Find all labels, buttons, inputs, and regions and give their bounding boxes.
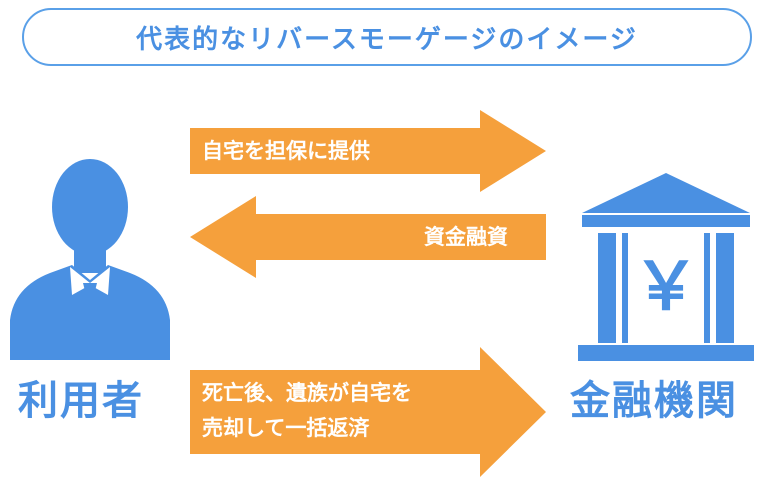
arrow-right-repayment xyxy=(190,347,546,477)
businessman-icon xyxy=(10,159,170,360)
arrow-text-provide-collateral: 自宅を担保に提供 xyxy=(202,139,370,163)
yen-symbol: ￥ xyxy=(633,248,699,325)
arrow-text-loan-funding: 資金融資 xyxy=(424,225,508,249)
diagram-title-text: 代表的なリバースモーゲージのイメージ xyxy=(136,24,638,55)
diagram-title: 代表的なリバースモーゲージのイメージ xyxy=(22,8,752,66)
arrow-text-repayment-line2: 売却して一括返済 xyxy=(202,416,370,440)
bank-building-icon: ￥ xyxy=(578,173,754,361)
arrow-right-provide-collateral xyxy=(190,110,546,192)
user-label: 利用者 xyxy=(18,378,144,424)
arrow-text-repayment-line1: 死亡後、遺族が自宅を xyxy=(202,381,412,405)
arrow-left-loan-funding xyxy=(190,196,546,278)
bank-label: 金融機関 xyxy=(570,378,738,424)
